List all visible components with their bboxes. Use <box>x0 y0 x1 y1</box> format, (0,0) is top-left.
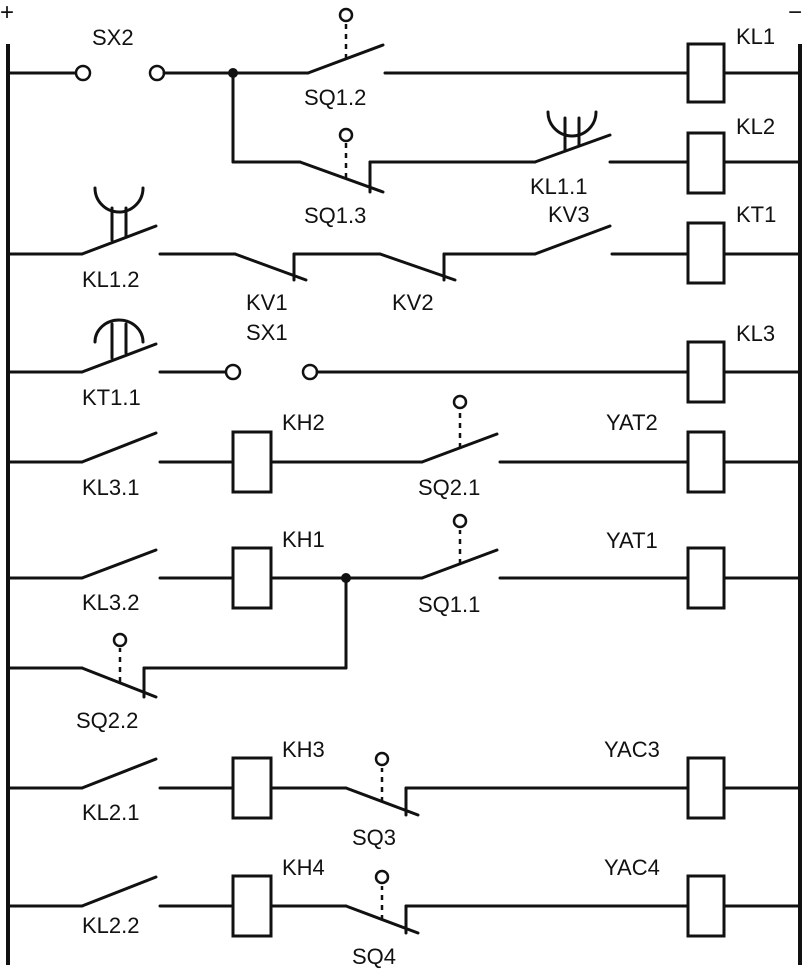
positive-terminal-label: + <box>0 0 14 26</box>
kh3-label: KH3 <box>282 737 325 762</box>
rung-kt1: KL1.2 KV1 KV2 KV3 KT1 <box>6 186 802 315</box>
sx2-terminal-left <box>74 64 92 82</box>
kl1-1-contact <box>533 133 612 164</box>
kl2-coil <box>686 131 726 195</box>
kv3-contact <box>533 224 612 256</box>
sx2-label: SX2 <box>92 25 134 50</box>
sq1-3-label: SQ1.3 <box>304 203 366 228</box>
kl2-2-label: KL2.2 <box>82 913 140 938</box>
kl1-label: KL1 <box>736 24 775 49</box>
kl3-2-label: KL3.2 <box>82 590 140 615</box>
kv2-label: KV2 <box>392 290 434 315</box>
yat1-coil <box>686 546 726 610</box>
rung-yac4: KL2.2 KH4 SQ4 YAC4 <box>6 855 802 969</box>
rung-kl3: SX1 KT1.1 KL3 <box>6 318 802 410</box>
kl3-coil <box>686 340 726 404</box>
rung-yat2: KL3.1 KH2 SQ2.1 YAT2 <box>6 394 802 500</box>
kh3-coil <box>231 756 273 820</box>
kl1-2-contact <box>80 224 158 256</box>
kh2-coil <box>231 430 273 494</box>
rung-yat1: KL3.2 KH1 SQ1.1 YAT1 <box>6 513 802 617</box>
kh1-label: KH1 <box>282 527 325 552</box>
sx1-terminal-left <box>224 363 242 381</box>
negative-terminal-label: − <box>788 0 802 26</box>
kl3-label: KL3 <box>736 321 775 346</box>
yac3-label: YAC3 <box>604 737 660 762</box>
sq1-1-label: SQ1.1 <box>418 592 480 617</box>
sq4-label: SQ4 <box>352 944 396 969</box>
sx1-label: SX1 <box>246 320 288 345</box>
yat1-label: YAT1 <box>606 528 658 553</box>
kl2-1-label: KL2.1 <box>82 800 140 825</box>
kv1-label: KV1 <box>246 290 288 315</box>
yac4-coil <box>686 874 726 938</box>
kh4-coil <box>231 874 273 938</box>
kt1-1-contact <box>80 342 158 374</box>
kl3-1-contact <box>80 431 158 464</box>
kv3-label: KV3 <box>548 202 590 227</box>
yac3-coil <box>686 756 726 820</box>
kl2-1-contact <box>80 757 158 790</box>
rung-yac3: KL2.1 KH3 SQ3 YAC3 <box>6 737 802 850</box>
sq3-label: SQ3 <box>352 825 396 850</box>
kt1-1-label: KT1.1 <box>82 385 141 410</box>
yat2-label: YAT2 <box>606 410 658 435</box>
kt1-label: KT1 <box>736 202 776 227</box>
kh4-label: KH4 <box>282 855 325 880</box>
kl1-1-label: KL1.1 <box>530 174 588 199</box>
kl2-2-contact <box>80 875 158 908</box>
kl3-2-contact <box>80 548 158 580</box>
kh2-label: KH2 <box>282 410 325 435</box>
kh1-coil <box>231 546 273 610</box>
sq2-2-label: SQ2.2 <box>76 708 138 733</box>
branch-sq2-2: SQ2.2 <box>6 576 348 733</box>
sq1-2-label: SQ1.2 <box>304 85 366 110</box>
rung-kl1: SX2 SQ1.2 KL1 <box>6 7 802 110</box>
yac4-label: YAC4 <box>604 855 660 880</box>
kt1-coil <box>686 221 726 285</box>
sx2-terminal-right <box>148 64 166 82</box>
kl1-coil <box>686 42 726 104</box>
sq2-1-label: SQ2.1 <box>418 475 480 500</box>
kl1-2-label: KL1.2 <box>82 267 140 292</box>
rung-kl2: SQ1.3 KL1.1 KL2 <box>231 71 802 228</box>
sx1-terminal-right <box>301 363 319 381</box>
yat2-coil <box>686 430 726 494</box>
kl3-1-label: KL3.1 <box>82 475 140 500</box>
kl2-label: KL2 <box>736 114 775 139</box>
